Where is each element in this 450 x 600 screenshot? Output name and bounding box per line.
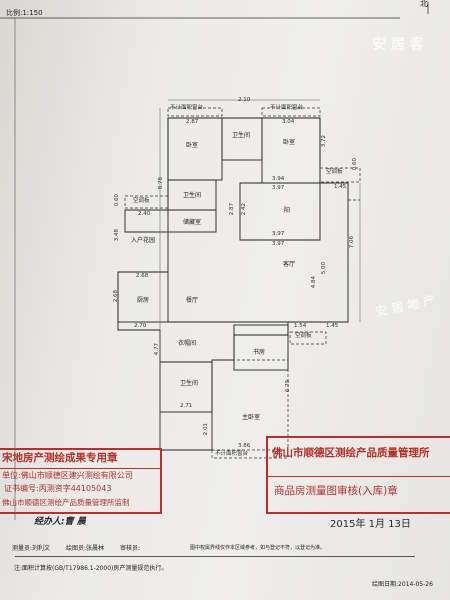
room-bath-bottom: 卫生间 xyxy=(180,380,199,387)
study-wall xyxy=(233,324,289,371)
room-living: 客厅 xyxy=(283,261,296,268)
room-storage: 储藏室 xyxy=(183,219,202,226)
room-balcony: 阳 xyxy=(284,207,291,214)
stamp-left-title: 宋地房产测绘成果专用章 xyxy=(2,452,118,464)
dim-label: 1.45 xyxy=(326,323,339,329)
dim-label: 2.68 xyxy=(136,273,149,279)
dim-label: 2.71 xyxy=(180,403,193,409)
dim-label: 4.77 xyxy=(154,343,160,356)
dim-label: 2.10 xyxy=(238,97,251,103)
stamp-left-line3: 佛山市顺德区测绘产品质量管理所监制 xyxy=(2,498,130,507)
north-label: 北 xyxy=(420,0,428,8)
garden-outline xyxy=(124,209,169,233)
room-dining: 餐厅 xyxy=(186,297,199,304)
stamp-right-subtitle: 商品房测量图审核(入库)章 xyxy=(274,485,398,497)
stamp-right-title: 佛山市顺德区测绘产品质量管理所 xyxy=(272,447,430,459)
dim-label: 4.84 xyxy=(311,276,317,289)
window-top-right xyxy=(261,107,321,117)
dim-label: 0.60 xyxy=(114,194,120,207)
window-label-top-right: 不计面积窗台 xyxy=(270,105,304,111)
bath-top-wall xyxy=(221,117,263,161)
room-master: 主卧室 xyxy=(242,414,261,421)
dim-label: 2.40 xyxy=(138,211,151,217)
ac-board-label: 空调板 xyxy=(326,169,343,175)
dim-label: 7.06 xyxy=(349,236,355,249)
room-bedroom-right: 卧室 xyxy=(283,139,296,146)
room-kitchen: 厨房 xyxy=(137,297,150,304)
footer-plot-date: 绘图日期:2014-05-26 xyxy=(372,581,433,588)
dim-label: 3.86 xyxy=(238,443,251,449)
room-garden: 入户花园 xyxy=(131,237,156,244)
dim-label: 3.04 xyxy=(282,119,295,125)
dim-label: 5.00 xyxy=(321,262,327,275)
dim-label: 2.01 xyxy=(203,423,209,436)
watermark-text: 安 居 客 xyxy=(372,37,424,53)
footer-surveyor: 测量员:刘利文 xyxy=(12,545,51,552)
footer-rule xyxy=(15,556,415,557)
scale-label: 比例:1:150 xyxy=(6,9,43,17)
survey-stamp-right: 佛山市顺德区测绘产品质量管理所 商品房测量图审核(入库)章 xyxy=(266,436,450,514)
dim-label: 3.94 xyxy=(272,176,285,182)
room-bath-mid: 卫生间 xyxy=(183,192,202,199)
dim-label: 2.87 xyxy=(186,119,199,125)
ac-board-label: 空调板 xyxy=(133,198,150,204)
bedroom-left-wall xyxy=(167,117,223,181)
ac-board-left xyxy=(124,195,169,209)
ac-board-label: 空调板 xyxy=(295,333,312,339)
stamp-date: 2015年 1月 13日 xyxy=(330,519,411,530)
storage-wall xyxy=(167,209,217,233)
balcony-outline xyxy=(320,182,360,201)
window-top-left xyxy=(167,107,223,117)
dim-label: 1.54 xyxy=(294,323,307,329)
dim-label: 2.68 xyxy=(113,290,119,303)
bedroom-right-wall xyxy=(261,117,321,184)
ac-board-top xyxy=(319,167,361,183)
dim-label: 3.72 xyxy=(321,135,327,148)
window-label-top-left: 不计面积窗台 xyxy=(170,105,204,111)
dim-label: 2.42 xyxy=(241,203,247,216)
ac-board-bottom xyxy=(289,331,327,345)
balcony-wall xyxy=(239,182,321,241)
dim-label: 2.70 xyxy=(134,323,147,329)
window-bottom xyxy=(211,449,289,459)
survey-stamp-left: 宋地房产测绘成果专用章 单位:佛山市顺德区建兴测绘有限公司 证书编号:丙测资字4… xyxy=(0,448,162,514)
dim-label: 3.97 xyxy=(272,231,285,237)
footer-standard: 注:面积计算按(GB/T17986.1-2000)房产测量规范执行。 xyxy=(14,565,168,572)
kitchen-wall xyxy=(117,271,169,323)
dim-label: 6.79 xyxy=(285,380,291,393)
dim-label: 3.97 xyxy=(272,185,285,191)
footer-checker: 审核员: xyxy=(120,545,141,552)
footer-note: 图中权属界线仅作本区域参考，如与登记不符，以登记为准。 xyxy=(190,545,326,551)
window-label-bottom: 不计面积窗台 xyxy=(215,451,249,457)
signature: 经办人:曹 晨 xyxy=(34,517,86,527)
master-bedroom-outline xyxy=(212,359,289,450)
dim-label: 1.45 xyxy=(334,184,347,190)
room-study: 书房 xyxy=(253,349,266,356)
stamp-left-line1: 单位:佛山市顺德区建兴测绘有限公司 xyxy=(2,471,133,480)
stamp-left-line2: 证书编号:丙测资字44105043 xyxy=(4,484,112,493)
room-bedroom-left: 卧室 xyxy=(186,142,199,149)
footer-drawer: 绘图员:张晨林 xyxy=(66,545,105,552)
room-bath-top: 卫生间 xyxy=(232,132,251,139)
room-cloakroom: 衣帽间 xyxy=(178,340,197,347)
dim-label: 8.78 xyxy=(158,177,164,190)
dim-label: 0.60 xyxy=(352,158,358,171)
dim-label: 2.87 xyxy=(229,203,235,216)
dim-label: 3.48 xyxy=(114,229,120,242)
dim-label: 3.97 xyxy=(272,241,285,247)
